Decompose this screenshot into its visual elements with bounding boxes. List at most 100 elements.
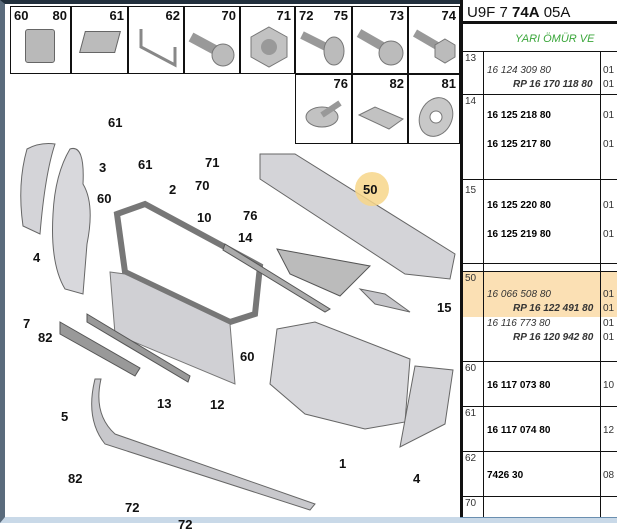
header-suffix: 05A — [539, 4, 571, 21]
qty: 12 — [603, 425, 615, 436]
table-subtitle: YARI ÖMÜR VE — [463, 24, 617, 52]
part-box-82[interactable]: 82 — [352, 74, 408, 144]
qty: 01 — [603, 229, 615, 240]
part-ref: 16 125 220 80 — [487, 200, 551, 211]
spring-clip-icon — [357, 106, 405, 130]
hex-nut-icon — [250, 26, 288, 68]
part-number: 74 — [441, 8, 456, 23]
part-ref: RP 16 122 491 80 — [513, 303, 594, 314]
part-box-61[interactable]: 61 — [71, 6, 128, 74]
callout-71[interactable]: 71 — [205, 155, 220, 170]
part-ref: 16 116 773 80 — [487, 318, 551, 329]
qty: 01 — [603, 289, 615, 300]
qty: 01 — [603, 200, 615, 211]
row-number: 60 — [465, 363, 477, 374]
callout-14[interactable]: 14 — [238, 230, 253, 245]
hex-flange-bolt-icon — [412, 29, 456, 64]
callout-72[interactable]: 72 — [125, 500, 140, 515]
parts-diagram: 60 80 61 62 70 71 72 75 73 74 76 82 81 6… — [0, 0, 460, 532]
table-spacer — [463, 264, 617, 272]
callout-82[interactable]: 82 — [38, 330, 53, 345]
part-number: 71 — [276, 8, 291, 23]
highlight-marker — [355, 172, 389, 206]
header-prefix: U9F 7 — [467, 4, 513, 21]
part-number: 62 — [165, 8, 180, 23]
part-box-70[interactable]: 70 — [184, 6, 240, 74]
bracket-icon — [139, 29, 177, 68]
callout-15[interactable]: 15 — [437, 300, 452, 315]
part-ref: 16 125 219 80 — [487, 229, 551, 240]
bolt-icon — [188, 32, 235, 67]
part-number: 82 — [389, 76, 404, 91]
window-bottom-edge — [460, 517, 617, 523]
callout-10[interactable]: 10 — [197, 210, 212, 225]
part-ref: 16 125 217 80 — [487, 139, 551, 150]
qty: 01 — [603, 303, 615, 314]
clip-nut-icon — [25, 29, 55, 63]
row-number: 61 — [465, 408, 477, 419]
callout-13[interactable]: 13 — [157, 396, 172, 411]
callout-3[interactable]: 3 — [99, 160, 107, 175]
part-ref: 16 117 074 80 — [487, 425, 551, 436]
callout-4[interactable]: 4 — [33, 250, 41, 265]
callout-2[interactable]: 2 — [169, 182, 177, 197]
row-number: 14 — [465, 96, 477, 107]
part-number: 75 — [333, 8, 348, 23]
table-row[interactable]: 61 16 117 074 80 12 — [463, 407, 617, 452]
callout-7[interactable]: 7 — [23, 316, 31, 331]
qty: 01 — [603, 65, 615, 76]
part-ref: 16 124 309 80 — [487, 65, 551, 76]
callout-1[interactable]: 1 — [339, 456, 347, 471]
qty: 01 — [603, 332, 615, 343]
part-ref: 16 066 508 80 — [487, 289, 551, 300]
part-box-71[interactable]: 71 — [240, 6, 295, 74]
callout-76[interactable]: 76 — [243, 208, 258, 223]
qty: 01 — [603, 79, 615, 90]
part-ref: RP 16 120 942 80 — [513, 332, 594, 343]
table-row[interactable]: 13 16 124 309 80 01 RP 16 170 118 80 01 — [463, 52, 617, 95]
qty: 01 — [603, 110, 615, 121]
part-box-74[interactable]: 74 — [408, 6, 460, 74]
parts-table: U9F 7 74A 05A YARI ÖMÜR VE 13 16 124 309… — [460, 0, 617, 523]
qty: 01 — [603, 318, 615, 329]
part-number: 73 — [389, 8, 404, 23]
row-number: 50 — [465, 273, 477, 284]
table-row[interactable]: 70 — [463, 497, 617, 517]
part-box-73[interactable]: 73 — [352, 6, 408, 74]
push-nut-icon — [418, 97, 454, 137]
callout-72[interactable]: 72 — [178, 517, 193, 532]
table-header: U9F 7 74A 05A — [463, 0, 617, 24]
part-box-60-80[interactable]: 60 80 — [10, 6, 71, 74]
part-ref: RP 16 170 118 80 — [513, 79, 593, 90]
row-number: 13 — [465, 53, 477, 64]
part-box-76[interactable]: 76 — [295, 74, 352, 144]
callout-4[interactable]: 4 — [413, 471, 421, 486]
stud-washer-icon — [305, 100, 342, 128]
part-box-81[interactable]: 81 — [408, 74, 460, 144]
callout-61[interactable]: 61 — [138, 157, 153, 172]
callout-60[interactable]: 60 — [240, 349, 255, 364]
callout-5[interactable]: 5 — [61, 409, 69, 424]
part-number: 70 — [221, 8, 236, 23]
part-ref: 16 125 218 80 — [487, 110, 551, 121]
table-row[interactable]: 50 16 066 508 80 01 RP 16 122 491 80 01 16… — [463, 272, 617, 362]
part-number: 80 — [52, 8, 67, 23]
callout-61[interactable]: 61 — [108, 115, 123, 130]
part-number: 60 — [14, 8, 29, 23]
part-ref: 7426 30 — [487, 470, 524, 481]
callout-60[interactable]: 60 — [97, 191, 112, 206]
torx-screw-icon — [356, 29, 404, 66]
callout-50[interactable]: 50 — [363, 182, 378, 197]
part-box-72-75[interactable]: 72 75 — [295, 6, 352, 74]
callout-82[interactable]: 82 — [68, 471, 83, 486]
flange-screw-icon — [300, 31, 345, 66]
part-number: 76 — [333, 76, 348, 91]
row-highlight — [463, 272, 617, 317]
part-box-62[interactable]: 62 — [128, 6, 184, 74]
callout-70[interactable]: 70 — [195, 178, 210, 193]
callout-12[interactable]: 12 — [210, 397, 225, 412]
